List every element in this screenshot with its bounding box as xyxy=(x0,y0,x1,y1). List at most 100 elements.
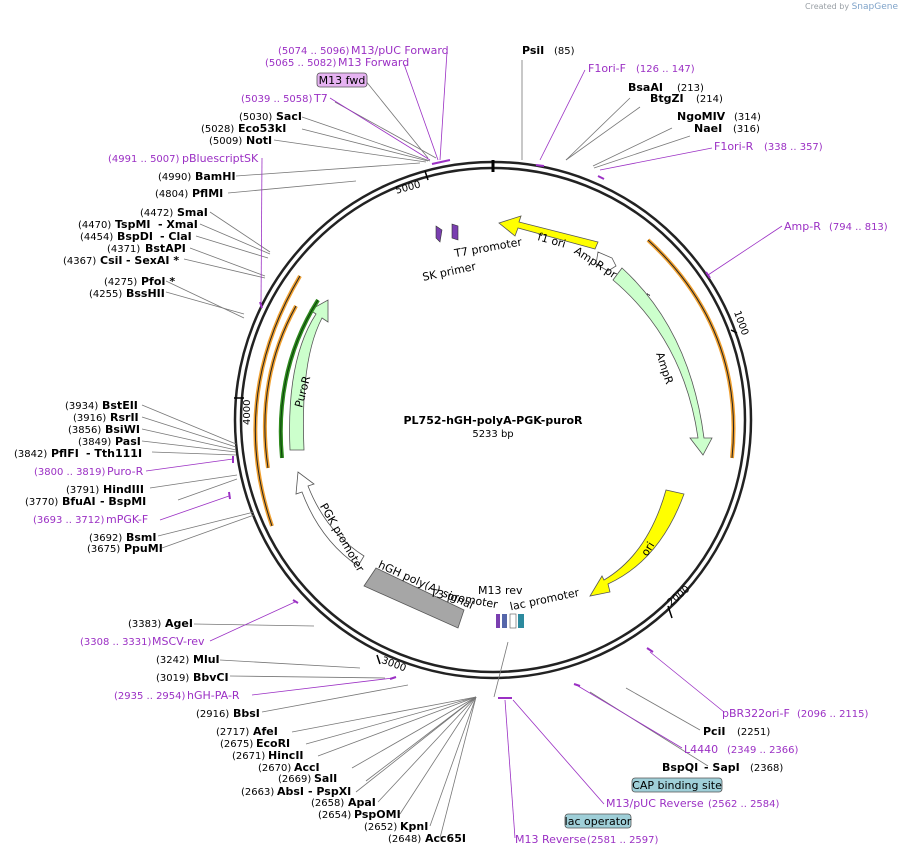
m13-rev-label: M13 rev xyxy=(478,584,523,597)
f1-ori-arrow xyxy=(498,215,599,250)
svg-text:(2251): (2251) xyxy=(737,727,770,738)
svg-text:(4275): (4275) xyxy=(104,277,137,288)
svg-text:(3934): (3934) xyxy=(65,401,98,412)
plasmid-name: PL752-hGH-polyA-PGK-puroR xyxy=(403,414,583,427)
enzyme-sapi: - SapI xyxy=(704,761,740,774)
enzyme-btgzi: BtgZI xyxy=(650,92,684,105)
enzyme-clai: - ClaI xyxy=(160,230,192,243)
enzyme-sexai: - SexAI * xyxy=(126,254,179,267)
lac-operator-mark xyxy=(518,614,524,628)
enzyme-saci: SacI xyxy=(276,110,302,123)
puror-arrow xyxy=(289,299,329,451)
svg-text:(3791): (3791) xyxy=(66,485,99,496)
pgk-promoter-arrow xyxy=(295,471,365,567)
svg-text:(3849): (3849) xyxy=(78,437,111,448)
svg-text:(5009): (5009) xyxy=(209,136,242,147)
m13-rev-mark xyxy=(502,614,507,628)
svg-text:(4991 .. 5007): (4991 .. 5007) xyxy=(108,154,180,165)
tick-3000: 3000 xyxy=(380,655,408,674)
svg-text:(2675): (2675) xyxy=(220,739,253,750)
enzyme-bspdi: BspDI xyxy=(117,230,153,243)
ori-label: ori xyxy=(639,539,658,558)
enzyme-tspmi: TspMI xyxy=(115,218,151,231)
t7-promoter-label: T7 promoter xyxy=(452,235,523,260)
snapgene-credit: Created by SnapGene xyxy=(805,2,898,12)
ampr-arrow xyxy=(612,267,713,456)
enzyme-bsshii: BssHII xyxy=(126,287,165,300)
primer-mscv-rev: MSCV-rev xyxy=(152,635,205,648)
ori-arrow xyxy=(589,489,685,597)
svg-text:(126 .. 147): (126 .. 147) xyxy=(636,64,695,75)
m13-fwd-box xyxy=(316,72,368,88)
cap-label: CAP binding site xyxy=(632,779,722,792)
m13-fwd-label: M13 fwd xyxy=(319,74,366,87)
svg-text:(214): (214) xyxy=(696,94,723,105)
svg-text:(4255): (4255) xyxy=(89,289,122,300)
svg-text:(3856): (3856) xyxy=(68,425,101,436)
svg-text:(5074 .. 5096): (5074 .. 5096) xyxy=(278,46,350,57)
primer-t7: T7 xyxy=(313,92,328,105)
leader-lines xyxy=(141,60,709,839)
primer-hgh-pa-r: hGH-PA-R xyxy=(187,689,240,702)
primer-pbr322ori-f: pBR322ori-F xyxy=(722,707,790,720)
primer-puro-r: Puro-R xyxy=(107,465,144,478)
enzyme-labels-bottom: (2648) Acc65I (2652) KpnI (2654) PspOMI … xyxy=(196,707,466,845)
t7-promoter-mark xyxy=(451,223,459,241)
enzyme-acci: AccI xyxy=(294,761,320,774)
svg-text:(4472): (4472) xyxy=(140,208,173,219)
enzyme-bsiwi: BsiWI xyxy=(105,423,140,436)
svg-text:(5028): (5028) xyxy=(201,124,234,135)
svg-text:(4367): (4367) xyxy=(63,256,96,267)
primer-f1ori-f: F1ori-F xyxy=(588,62,626,75)
primer-f1ori-r: F1ori-R xyxy=(714,140,754,153)
enzyme-afei: AfeI xyxy=(253,725,278,738)
tick-2000: 2000 xyxy=(666,584,693,609)
svg-text:(2663): (2663) xyxy=(241,787,274,798)
tick-1000: 1000 xyxy=(731,309,750,337)
svg-text:(5039 .. 5058): (5039 .. 5058) xyxy=(241,94,313,105)
tick-5000: 5000 xyxy=(394,179,421,196)
enzyme-bspmi: - BspMI xyxy=(100,495,146,508)
svg-text:(4470): (4470) xyxy=(78,220,111,231)
enzyme-ecori: EcoRI xyxy=(256,737,290,750)
svg-text:(2916): (2916) xyxy=(196,709,229,720)
primer-m13-puc-forward: M13/pUC Forward xyxy=(351,44,449,57)
svg-text:(3842): (3842) xyxy=(14,449,47,460)
enzyme-pflfi: PflFI xyxy=(51,447,79,460)
enzyme-absi: AbsI xyxy=(277,785,304,798)
enzyme-labels-left: (3019) BbvCI (3242) MluI (3383) AgeI (36… xyxy=(14,110,302,684)
enzyme-bfuai: BfuAI xyxy=(62,495,96,508)
orf-arcs xyxy=(253,238,736,527)
enzyme-pspomi: PspOMI xyxy=(354,808,401,821)
svg-text:(3675): (3675) xyxy=(87,544,120,555)
enzyme-bamhi: BamHI xyxy=(195,170,236,183)
enzyme-bsaai: BsaAI xyxy=(628,81,663,94)
svg-text:(2935 .. 2954): (2935 .. 2954) xyxy=(114,691,186,702)
t3-mark xyxy=(496,614,500,628)
svg-text:(3383): (3383) xyxy=(128,619,161,630)
enzyme-ppumi: PpuMI xyxy=(124,542,163,555)
primer-leaders xyxy=(145,51,783,839)
sk-primer-mark xyxy=(435,225,443,243)
svg-text:(316): (316) xyxy=(733,124,760,135)
enzyme-pcii: PciI xyxy=(703,725,725,738)
tick-4000: 4000 xyxy=(242,400,253,425)
svg-text:(2658): (2658) xyxy=(311,798,344,809)
enzyme-rsrii: RsrII xyxy=(110,411,139,424)
enzyme-apai: ApaI xyxy=(348,796,376,809)
svg-text:(2562 .. 2584): (2562 .. 2584) xyxy=(708,799,780,810)
enzyme-labels-right: PsiI (85) BsaAI (213) BtgZI (214) NgoMIV… xyxy=(522,44,783,774)
enzyme-acc65i: Acc65I xyxy=(425,832,466,845)
svg-text:(4990): (4990) xyxy=(158,172,191,183)
enzyme-sali: SalI xyxy=(314,772,337,785)
snapgene-logo: SnapGene xyxy=(851,2,898,12)
enzyme-psii: PsiI xyxy=(522,44,544,57)
enzyme-bstapi: BstAPI xyxy=(145,242,186,255)
svg-text:(2349 .. 2366): (2349 .. 2366) xyxy=(727,745,799,756)
enzyme-eco53ki: Eco53kI xyxy=(238,122,286,135)
svg-text:(85): (85) xyxy=(554,46,575,57)
svg-text:(2096 .. 2115): (2096 .. 2115) xyxy=(797,709,869,720)
primer-amp-r: Amp-R xyxy=(784,220,821,233)
primer-pbluescriptsk: pBluescriptSK xyxy=(182,152,259,165)
enzyme-pfoi: PfoI * xyxy=(141,275,175,288)
